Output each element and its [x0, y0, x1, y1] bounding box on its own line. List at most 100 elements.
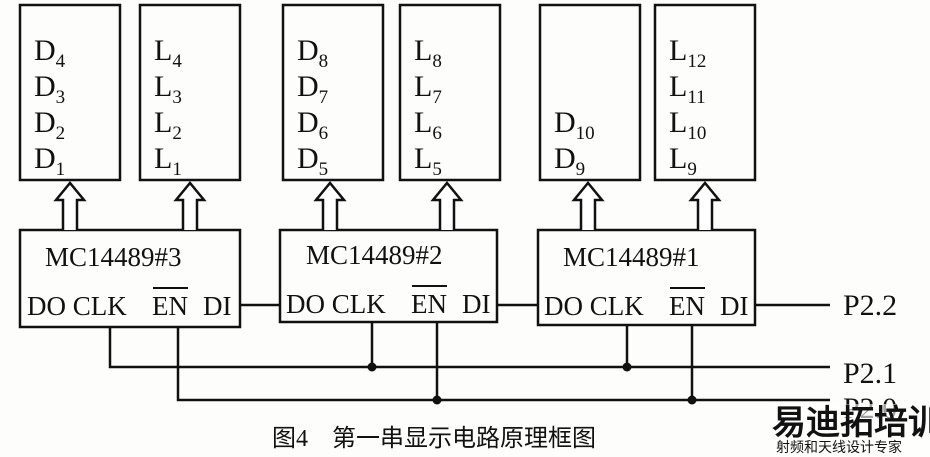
- line-letter: L: [154, 70, 172, 103]
- line-subscript: 10: [687, 123, 706, 144]
- line-letter: D: [297, 142, 319, 175]
- display-line-label: L3: [154, 70, 182, 108]
- display-line-label: D5: [297, 142, 328, 180]
- line-letter: L: [669, 142, 687, 175]
- display-line-label: D1: [34, 142, 65, 180]
- display-line-label: L10: [669, 106, 706, 144]
- display-line-label: D7: [297, 70, 328, 108]
- chip-title-3: MC14489#3: [45, 242, 182, 272]
- line-letter: D: [554, 142, 576, 175]
- line-letter: L: [414, 34, 432, 67]
- line-subscript: 7: [319, 87, 329, 108]
- line-subscript: 1: [172, 159, 182, 180]
- display-line-label: D2: [34, 106, 65, 144]
- display-box-l4-l1: [138, 3, 242, 182]
- display-line-label: D3: [34, 70, 65, 108]
- line-subscript: 5: [432, 159, 442, 180]
- line-subscript: 9: [687, 159, 697, 180]
- chip-pins-1: DO CLK: [544, 291, 644, 321]
- line-subscript: 12: [687, 51, 706, 72]
- display-line-label: L11: [669, 70, 706, 108]
- line-letter: D: [34, 34, 56, 67]
- display-line-label: L5: [414, 142, 442, 180]
- chip-title-2: MC14489#2: [306, 240, 443, 270]
- line-subscript: 2: [172, 123, 182, 144]
- chip-box-2: [278, 228, 499, 324]
- bus-arrow-icon: [430, 181, 464, 230]
- display-line-label: D10: [554, 106, 595, 144]
- line-subscript: 2: [56, 123, 66, 144]
- line-subscript: 9: [576, 159, 586, 180]
- watermark-sub: 射频和天线设计专家: [776, 439, 902, 456]
- chip-di-3: DI: [203, 291, 232, 321]
- display-line-label: L9: [669, 142, 697, 180]
- junction-dot: [687, 395, 697, 405]
- line-letter: L: [669, 70, 687, 103]
- line-letter: L: [669, 106, 687, 139]
- bus-arrow-icon: [313, 181, 347, 230]
- chip-pins-3: DO CLK: [27, 291, 127, 321]
- display-line-label: D4: [34, 34, 66, 72]
- line-subscript: 5: [319, 159, 329, 180]
- port-p22: P2.2: [843, 289, 897, 322]
- wire-p21-bus: [108, 327, 830, 369]
- line-letter: D: [34, 142, 56, 175]
- display-line-label: L8: [414, 34, 442, 72]
- junction-dot: [432, 395, 442, 405]
- chip-box-3: [18, 228, 242, 329]
- display-line-label: D6: [297, 106, 328, 144]
- display-box-l12-l9: [653, 3, 757, 182]
- line-subscript: 1: [56, 159, 66, 180]
- bus-arrow-icon: [53, 181, 87, 230]
- junction-dot: [367, 362, 377, 372]
- line-letter: D: [34, 106, 56, 139]
- line-letter: L: [154, 142, 172, 175]
- display-line-label: L7: [414, 70, 442, 108]
- line-letter: L: [669, 34, 687, 67]
- watermark-logo: 易迪拓培训 射频和天线设计专家: [770, 403, 930, 457]
- watermark-main: 易迪拓培训: [772, 403, 930, 443]
- chip-title-1: MC14489#1: [563, 242, 700, 272]
- line-letter: L: [414, 142, 432, 175]
- line-subscript: 6: [319, 123, 329, 144]
- line-letter: L: [154, 34, 172, 67]
- line-letter: D: [297, 70, 319, 103]
- line-subscript: 3: [56, 87, 66, 108]
- display-box-l8-l5: [398, 3, 502, 182]
- line-subscript: 8: [432, 51, 442, 72]
- display-line-label: D8: [297, 34, 328, 72]
- line-subscript: 3: [172, 87, 182, 108]
- junction-dot: [622, 362, 632, 372]
- line-letter: D: [34, 70, 56, 103]
- line-subscript: 4: [56, 51, 66, 72]
- display-line-label: L12: [669, 34, 706, 72]
- chip-en-2: EN: [411, 289, 447, 319]
- bus-arrow-icon: [173, 181, 207, 230]
- port-p21: P2.1: [843, 357, 897, 390]
- chip-en-1: EN: [669, 291, 705, 321]
- line-subscript: 7: [432, 87, 442, 108]
- line-subscript: 11: [687, 87, 705, 108]
- line-subscript: 6: [432, 123, 442, 144]
- display-line-label: L1: [154, 142, 182, 180]
- bus-arrow-icon: [688, 181, 722, 230]
- line-letter: L: [414, 70, 432, 103]
- display-line-label: L4: [154, 34, 182, 72]
- display-line-label: D9: [554, 142, 585, 180]
- line-subscript: 4: [172, 51, 182, 72]
- line-subscript: 8: [319, 51, 329, 72]
- display-line-label: L2: [154, 106, 182, 144]
- display-box-d4-d1: [18, 3, 122, 182]
- line-subscript: 10: [576, 123, 595, 144]
- display-box-d10-d9: [538, 3, 642, 182]
- line-letter: L: [414, 106, 432, 139]
- line-letter: D: [297, 34, 319, 67]
- display-line-label: L6: [414, 106, 442, 144]
- figure-caption: 图4 第一串显示电路原理框图: [272, 425, 596, 452]
- bus-arrow-icon: [571, 181, 605, 230]
- line-letter: L: [154, 106, 172, 139]
- line-letter: D: [297, 106, 319, 139]
- display-box-d8-d5: [281, 3, 385, 182]
